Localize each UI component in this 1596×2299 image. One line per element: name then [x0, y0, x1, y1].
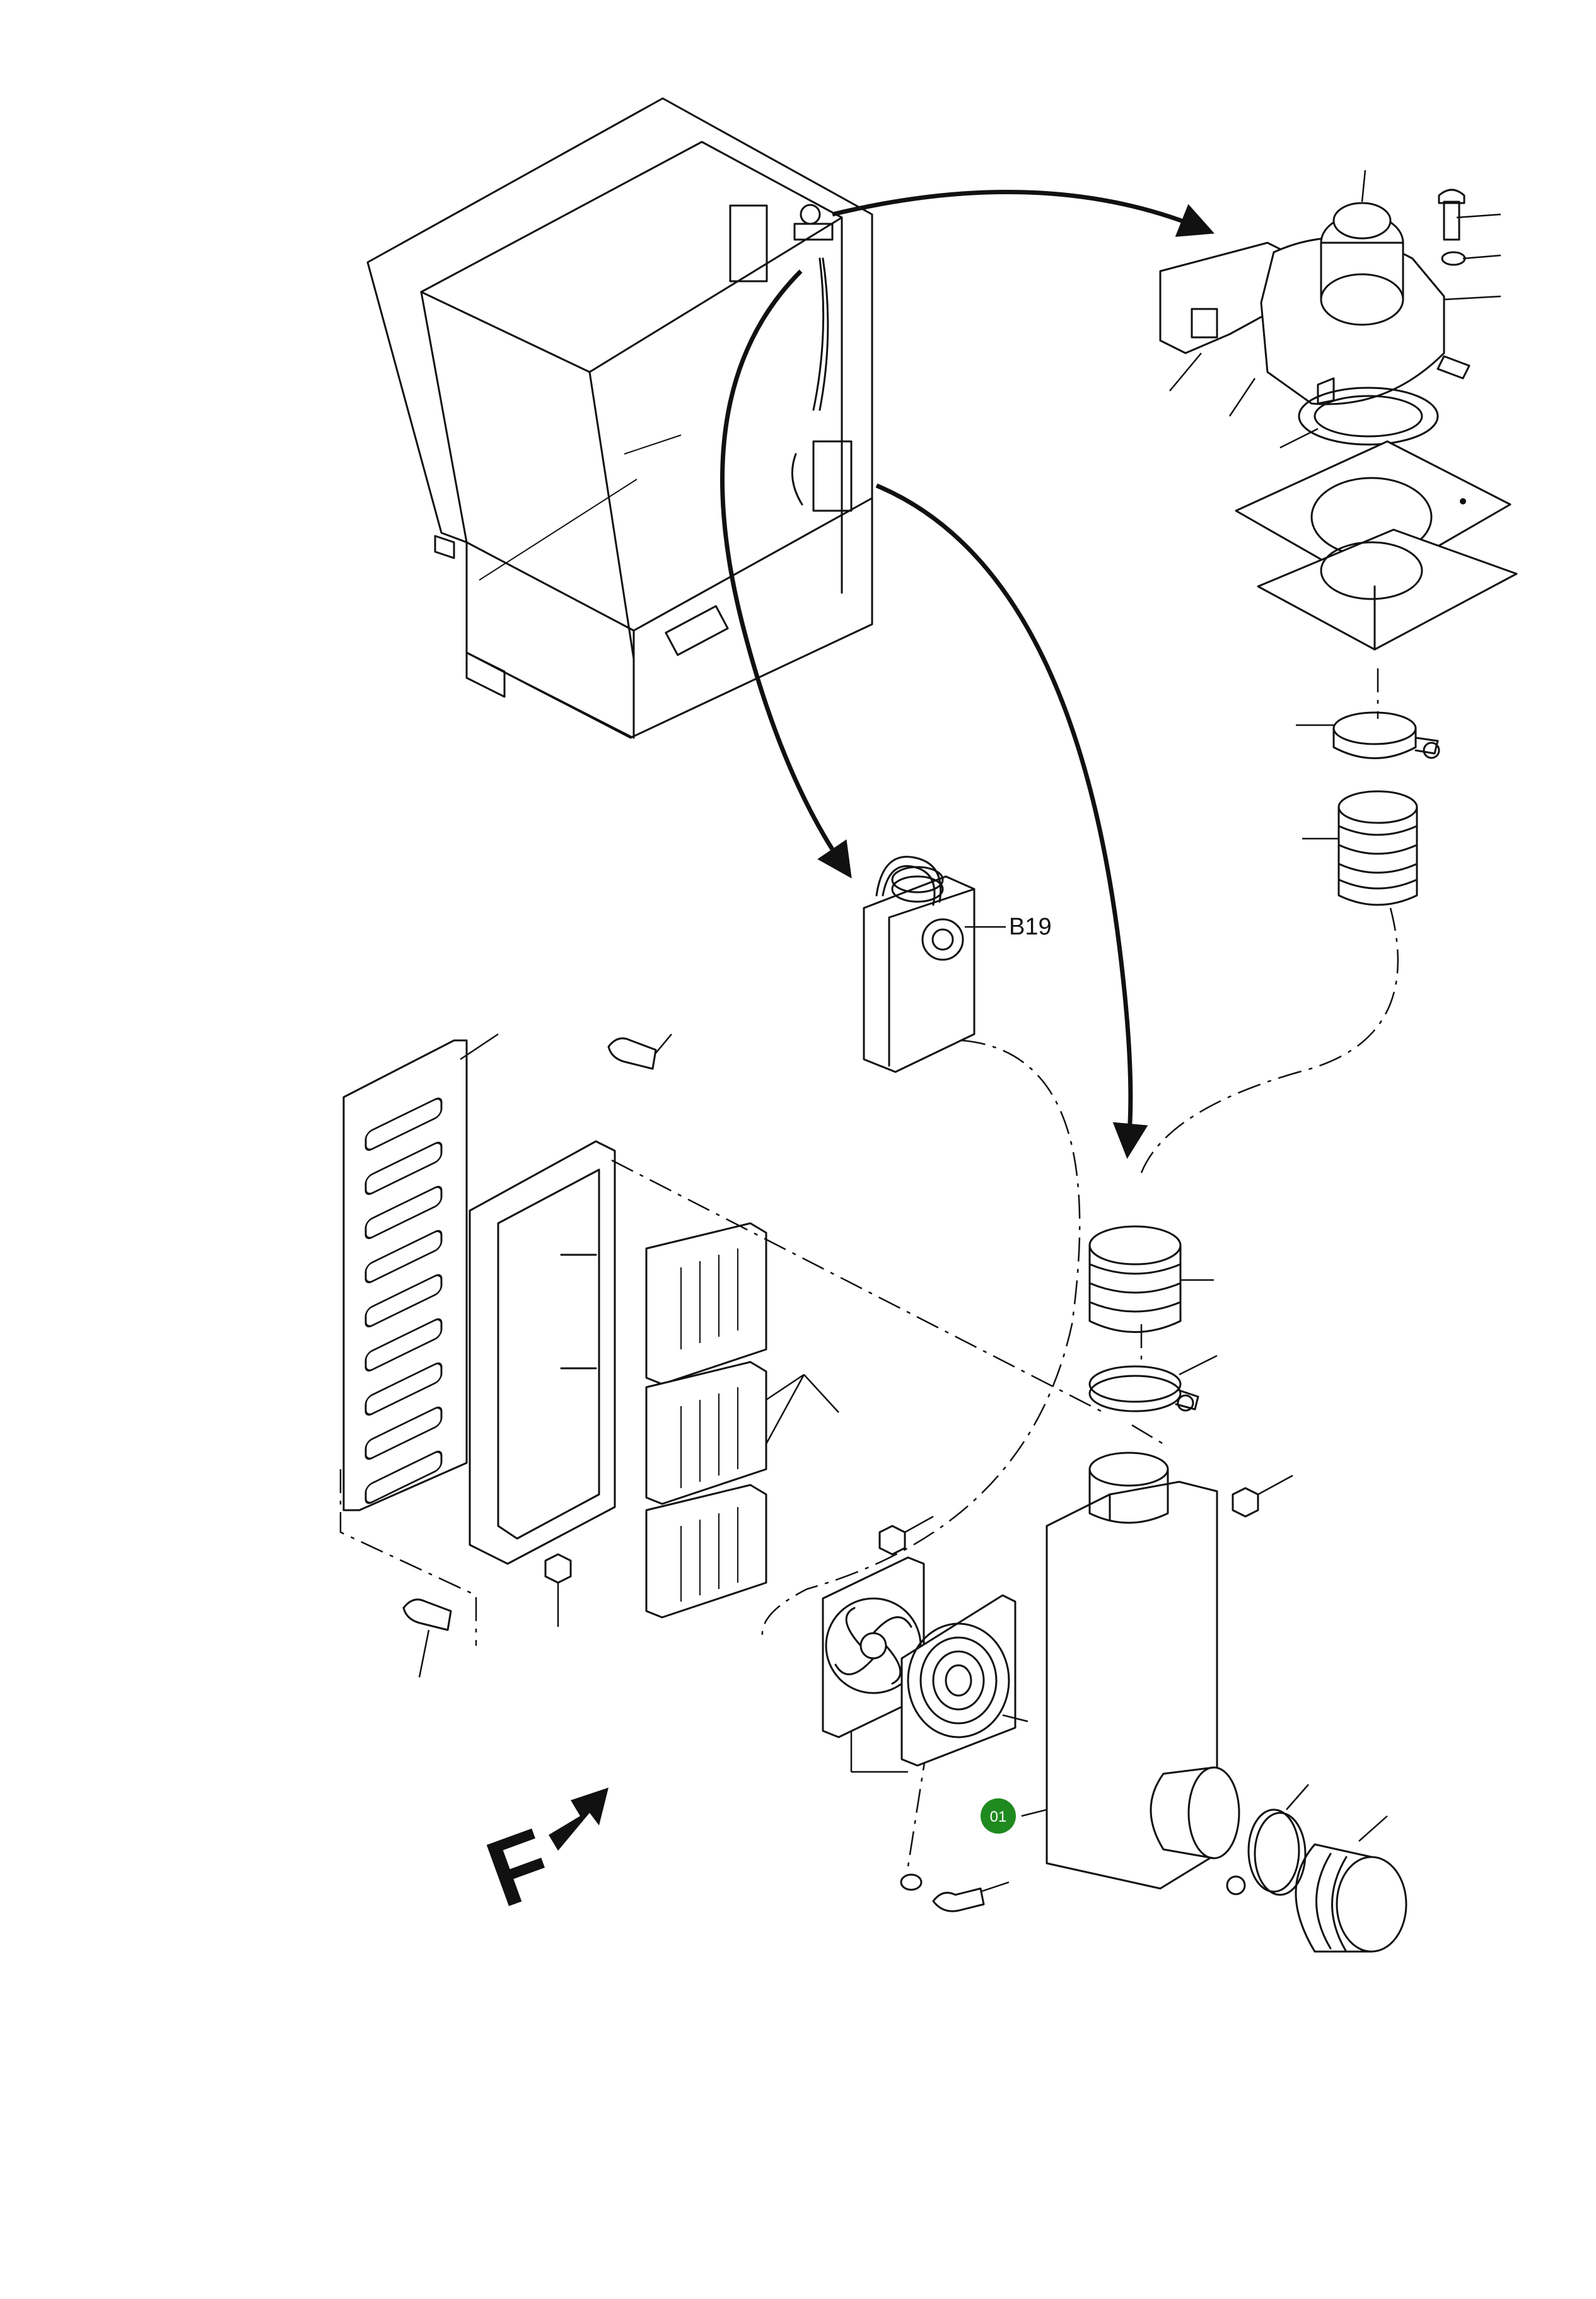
- connection-arrows: [720, 189, 1215, 1159]
- view-arrow-icon: [549, 1788, 609, 1851]
- fan-screw: [900, 1873, 1010, 1912]
- b19-label: B19: [1009, 914, 1052, 940]
- filter-cartridges: [645, 1222, 839, 1619]
- filter-frame: [469, 1140, 616, 1565]
- callout-label: 01: [990, 1808, 1007, 1825]
- blower-fan-assembly: [1159, 189, 1471, 446]
- nut-fan: [878, 1515, 934, 1556]
- nut-right: [1232, 1474, 1293, 1518]
- mounting-flange-plates: [1235, 440, 1518, 651]
- cabinet-housing: [366, 97, 873, 739]
- fan-guard: [900, 1594, 1028, 1767]
- side-hose-clamp: [1226, 1784, 1309, 1896]
- bolt-upper-left: [607, 1033, 672, 1070]
- bolt-lower-left: [402, 1598, 452, 1678]
- louver-grille-panel: [342, 1033, 499, 1511]
- upper-hose-clamp: [1332, 711, 1440, 759]
- air-duct-housing: [1021, 1452, 1240, 1890]
- view-f-indicator: F: [474, 1788, 609, 1927]
- upper-bellows-hose: [1337, 790, 1418, 906]
- thermostat-b19: B19: [863, 856, 1052, 1073]
- louver-slots: [364, 1097, 443, 1505]
- blower-leaders: [1169, 170, 1501, 840]
- callout-01[interactable]: 01: [981, 1798, 1016, 1834]
- view-letter: F: [474, 1808, 564, 1927]
- nut-left: [544, 1553, 572, 1627]
- lower-bellows-hose: [1088, 1225, 1214, 1333]
- side-bellows-hose: [1295, 1815, 1407, 1953]
- lower-hose-clamp: [1088, 1354, 1218, 1412]
